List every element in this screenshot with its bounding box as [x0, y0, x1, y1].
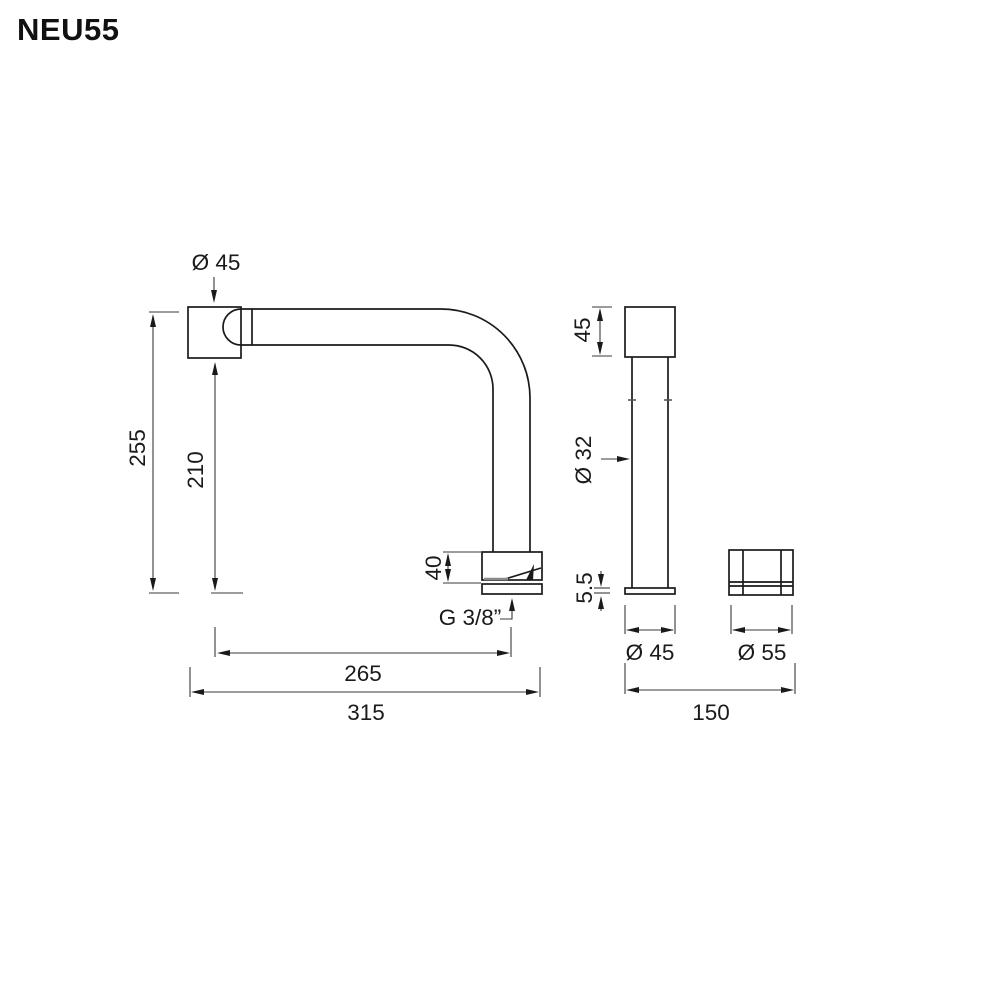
side-view-dimensions: Ø 45 255 210 40 G 3/8”	[125, 250, 541, 725]
arrow-left-icon	[217, 650, 230, 656]
front-view-dimensions: 45 Ø 32 5.5 Ø 45 Ø	[570, 306, 796, 725]
dim-label-thread: G 3/8”	[439, 605, 502, 630]
dim-label-head-height: 45	[570, 317, 595, 342]
arrow-up-icon	[597, 308, 603, 321]
dim-label-base-diameter: Ø 45	[626, 640, 675, 665]
arrow-up-icon	[509, 598, 515, 611]
page-title: NEU55	[17, 12, 120, 47]
head-transition-arc	[222, 308, 242, 346]
arrow-up-icon	[212, 362, 218, 375]
dim-label-plate-thickness: 5.5	[572, 572, 597, 603]
arrow-down-icon	[212, 578, 218, 591]
head-front-outline	[624, 306, 676, 358]
arrow-down-icon	[445, 569, 451, 582]
bend-inner-arc	[448, 344, 494, 390]
bend-outer-arc	[440, 308, 531, 399]
spout-head-outline	[187, 306, 242, 359]
arrow-down-icon	[597, 342, 603, 355]
clamp-diagonal	[501, 567, 542, 581]
arrow-right-icon	[497, 650, 510, 656]
base-plate-front	[624, 587, 676, 595]
handle-front-view	[728, 549, 794, 596]
dim-label-overall-width: 150	[692, 700, 730, 725]
dim-label-spout-reach: 265	[344, 661, 382, 686]
arrow-right-icon	[617, 456, 630, 462]
mounting-block	[481, 551, 543, 581]
arrow-left-icon	[732, 627, 745, 633]
arrow-right-icon	[526, 689, 539, 695]
arrow-up-icon	[445, 553, 451, 566]
spout-front-view	[624, 306, 676, 595]
arrow-down-icon	[211, 290, 217, 303]
spout-side-view	[187, 306, 543, 595]
dim-label-column-diameter: Ø 32	[571, 436, 596, 485]
arrow-down-icon	[150, 578, 156, 591]
dim-label-handle-diameter: Ø 55	[738, 640, 787, 665]
dim-label-total-height: 255	[125, 429, 150, 467]
clamp-wedge	[526, 564, 534, 580]
arrow-right-icon	[661, 627, 674, 633]
dim-label-head-diameter: Ø 45	[192, 250, 241, 275]
arrow-right-icon	[778, 627, 791, 633]
arrow-left-icon	[191, 689, 204, 695]
arrow-left-icon	[626, 627, 639, 633]
dim-label-spout-clearance: 210	[183, 451, 208, 489]
arrow-right-icon	[781, 687, 794, 693]
dim-label-total-depth: 315	[347, 700, 385, 725]
arrow-up-icon	[150, 314, 156, 327]
dim-label-mounting-depth: 40	[421, 555, 446, 580]
arrow-left-icon	[626, 687, 639, 693]
base-plate-side	[481, 583, 543, 595]
arrow-down-icon	[598, 574, 604, 587]
handle-outline	[728, 549, 794, 596]
arrow-up-icon	[598, 596, 604, 609]
